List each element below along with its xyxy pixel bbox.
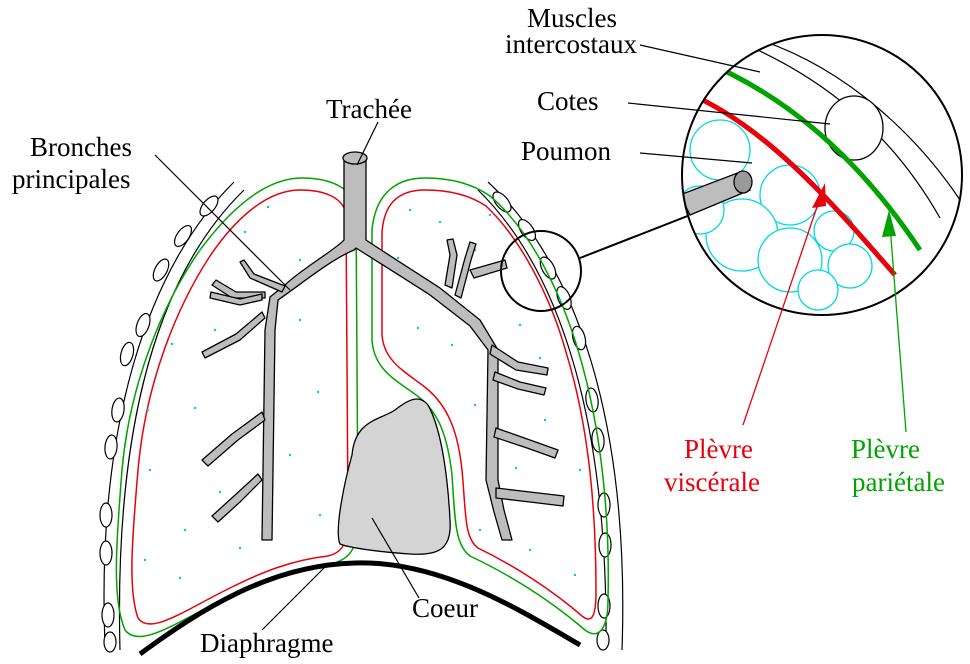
visceral-pleura-label-line2: viscérale xyxy=(664,467,760,497)
intercostal-muscles-label-line2: intercostaux xyxy=(505,29,637,59)
left-lung-visceral-pleura xyxy=(132,190,348,624)
lung-label: Poumon xyxy=(521,136,612,166)
zoom-source-circle xyxy=(501,231,581,311)
heart-shape xyxy=(338,399,450,554)
main-bronchi-label-line2: principales xyxy=(12,164,130,194)
heart-label: Coeur xyxy=(412,593,478,623)
trachea-label: Trachée xyxy=(326,94,412,124)
ribs-label: Cotes xyxy=(537,86,599,116)
visceral-pleura-label-line1: Plèvre xyxy=(684,434,753,464)
parietal-pleura-label-line2: pariétale xyxy=(852,467,945,497)
main-bronchi-label-line1: Bronches xyxy=(30,132,132,162)
ribs-right xyxy=(490,189,611,650)
parietal-pleura-label-line1: Plèvre xyxy=(851,434,920,464)
diaphragm-label: Diaphragme xyxy=(200,628,333,658)
zoom-inset xyxy=(676,35,962,315)
ribs-left xyxy=(100,193,221,652)
